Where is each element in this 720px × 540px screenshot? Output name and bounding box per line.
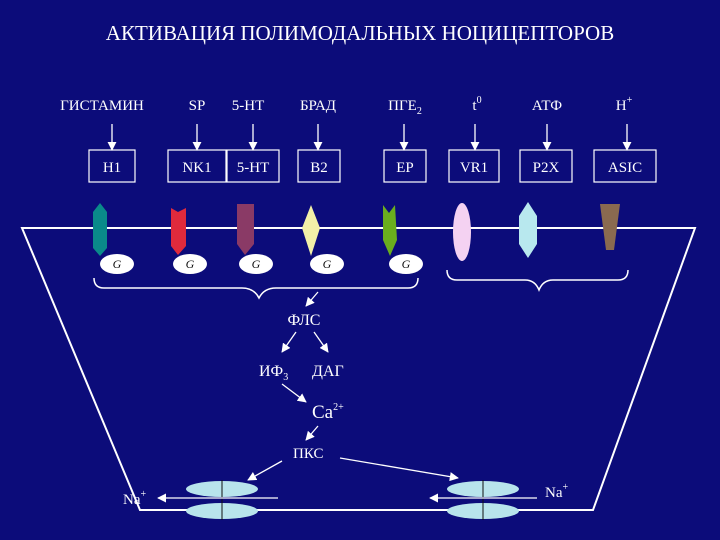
dag-label: ДАГ: [312, 363, 344, 380]
g-protein-4: [310, 254, 344, 274]
receptor-box-ep: [383, 149, 427, 183]
receptor-shape-asic: [600, 204, 620, 250]
g-protein-5: [389, 254, 423, 274]
arrow-pkc-left: [247, 460, 283, 481]
arrow-to-plc: [305, 291, 319, 307]
ligand-bradykinin: БРАД: [300, 98, 336, 114]
receptor-shape-b2: [302, 205, 320, 256]
arrow-pkc-right: [339, 457, 459, 482]
ligand-atp: АТФ: [532, 98, 562, 114]
receptor-box-b2: [297, 149, 341, 183]
g-protein-4-label: G: [323, 257, 332, 271]
brace-gpcr: [93, 277, 419, 300]
receptor-vr1: VR1: [460, 160, 488, 176]
plc-label: ФЛС: [288, 312, 321, 329]
ligand-pge2: ПГЕ2: [388, 98, 422, 117]
page-title: АКТИВАЦИЯ ПОЛИМОДАЛЬНЫХ НОЦИЦЕПТОРОВ: [106, 21, 614, 45]
receptor-shape-vr1: [453, 203, 471, 261]
brace-ion-channels: [446, 269, 629, 293]
receptor-box-nk1: [167, 149, 227, 183]
ligand-5ht: 5-HT: [232, 98, 265, 114]
arrow-to-pkc: [305, 425, 319, 441]
g-proteins: G G G G G: [100, 254, 423, 274]
g-protein-2-label: G: [186, 257, 195, 271]
receptor-box-h1: [88, 149, 136, 183]
receptor-nk1: NK1: [182, 160, 211, 176]
g-protein-1: [100, 254, 134, 274]
arrow-to-dag: [313, 331, 329, 353]
na-ion-right: Na+: [545, 482, 569, 501]
receptor-ep: EP: [396, 160, 414, 176]
g-protein-5-label: G: [402, 257, 411, 271]
receptor-h1: H1: [103, 160, 121, 176]
g-protein-1-label: G: [113, 257, 122, 271]
receptor-shape-h1: [93, 203, 107, 256]
receptor-box-vr1: [448, 149, 500, 183]
calcium-label: Ca2+: [312, 402, 344, 423]
receptor-shape-p2x: [519, 202, 537, 258]
na-channel-left: [157, 480, 278, 520]
signaling-pathway: ФЛС ИФ3 ДАГ Ca2+ ПКС: [247, 291, 459, 482]
na-channel-right: [429, 480, 537, 520]
ligand-temperature: t0: [472, 95, 481, 114]
receptor-shape-nk1: [171, 208, 186, 255]
receptor-row: H1 NK1 5-HT B2 EP VR1 P2X ASIC: [88, 149, 657, 183]
receptor-box-asic: [593, 149, 657, 183]
g-protein-2: [173, 254, 207, 274]
receptor-5ht: 5-HT: [237, 160, 270, 176]
receptor-box-5ht: [226, 149, 280, 183]
receptor-p2x: P2X: [533, 160, 560, 176]
na-ion-left: Na+: [123, 489, 147, 508]
g-protein-3: [239, 254, 273, 274]
receptor-shape-ep: [383, 205, 397, 256]
ligand-proton: H+: [616, 95, 633, 114]
membrane-receptors: [93, 202, 620, 261]
arrow-to-ca: [281, 383, 307, 403]
ligand-row: ГИСТАМИН SP 5-HT БРАД ПГЕ2 t0 АТФ H+: [60, 95, 632, 117]
receptor-shape-5ht: [237, 204, 254, 255]
receptor-b2: B2: [310, 160, 328, 176]
ligand-histamine: ГИСТАМИН: [60, 98, 144, 114]
ligand-arrows: [107, 124, 632, 151]
ip3-label: ИФ3: [259, 363, 288, 383]
pkc-label: ПКС: [293, 446, 323, 462]
ligand-sp: SP: [189, 98, 206, 114]
arrow-to-ip3: [281, 331, 297, 353]
receptor-box-p2x: [519, 149, 573, 183]
g-protein-3-label: G: [252, 257, 261, 271]
receptor-asic: ASIC: [608, 160, 642, 176]
